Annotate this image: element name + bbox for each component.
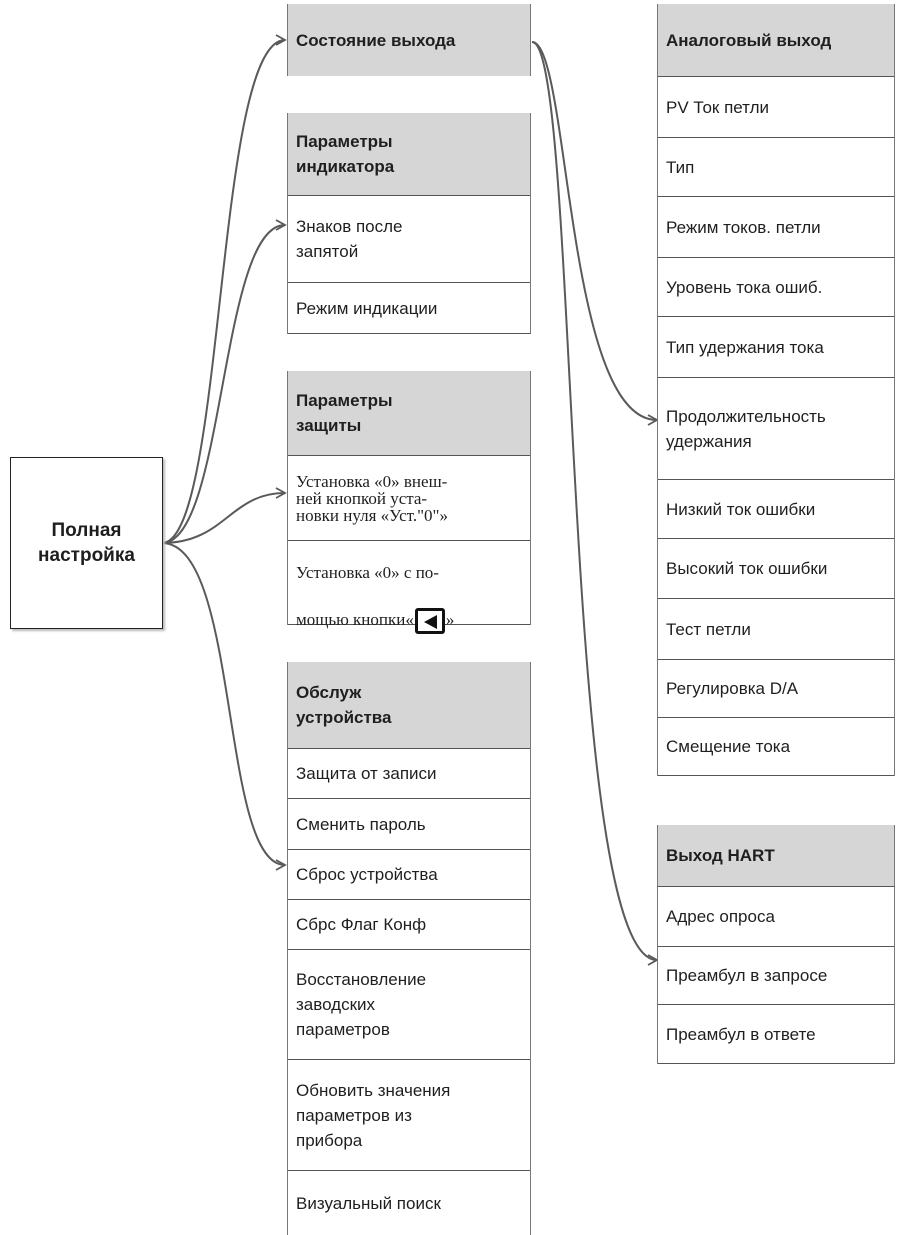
menu-item-zero-external-button[interactable]: Установка «0» внеш- ней кнопкой уста- но… [288, 456, 530, 541]
arrow-to-zero-set [161, 487, 287, 544]
menu-item-change-password[interactable]: Сменить пароль [288, 799, 530, 850]
menu-item-factory-restore[interactable]: Восстановление заводских параметров [288, 950, 530, 1060]
menu-item-loop-current-mode[interactable]: Режим токов. петли [658, 197, 894, 258]
menu-item-poll-address[interactable]: Адрес опроса [658, 887, 894, 947]
menu-item-response-preambles[interactable]: Преамбул в ответе [658, 1005, 894, 1064]
menu-item-visual-search[interactable]: Визуальный поиск [296, 1193, 441, 1213]
full-setup-label: Полная настройка [38, 518, 135, 568]
arrow-to-factory-restore [161, 542, 287, 871]
arrow-to-decimal-places [161, 219, 287, 544]
device-service-menu: Обслуж устройства Защита от записи Смени… [287, 662, 531, 1235]
menu-item-current-hold-type[interactable]: Тип удержания тока [658, 317, 894, 378]
output-state-menu: Состояние выхода [287, 4, 531, 76]
menu-item-request-preambles[interactable]: Преамбул в запросе [658, 947, 894, 1005]
menu-item-zero-key-button[interactable]: Установка «0» с по- мощью кнопки« » [288, 541, 530, 634]
menu-item-display-mode[interactable]: Режим индикации [288, 283, 530, 334]
full-setup-node[interactable]: Полная настройка [10, 457, 163, 629]
menu-item-type[interactable]: Тип [658, 138, 894, 197]
menu-item-current-offset[interactable]: Смещение тока [658, 718, 894, 776]
arrow-to-hart-request [531, 41, 659, 966]
zero-key-line2: мощью кнопки« » [296, 608, 522, 634]
menu-item-da-trim[interactable]: Регулировка D/A [658, 660, 894, 718]
left-arrow-key-icon [414, 608, 445, 634]
arrow-to-output-state [161, 34, 287, 544]
menu-item-refresh-params[interactable]: Обновить значения параметров из прибора [288, 1060, 530, 1171]
device-service-header: Обслуж устройства [288, 662, 530, 749]
menu-item-high-error-current[interactable]: Высокий ток ошибки [658, 539, 894, 599]
zero-key-line1: Установка «0» с по- [296, 563, 439, 582]
arrow-to-hold-duration [531, 41, 659, 426]
menu-item-device-reset[interactable]: Сброс устройства [288, 850, 530, 900]
menu-item-write-protect[interactable]: Защита от записи [288, 749, 530, 799]
menu-item-decimal-places[interactable]: Знаков после запятой [288, 196, 530, 283]
zero-key-prefix: мощью кнопки« [296, 609, 414, 629]
indicator-params-menu: Параметры индикатора Знаков после запято… [287, 113, 531, 334]
protection-params-menu: Параметры защиты Установка «0» внеш- ней… [287, 371, 531, 634]
analog-output-header: Аналоговый выход [658, 4, 894, 77]
hart-output-header: Выход HART [658, 825, 894, 887]
menu-item-error-current-level[interactable]: Уровень тока ошиб. [658, 258, 894, 317]
menu-item-reset-config-flag[interactable]: Сбрс Флаг Конф [288, 900, 530, 950]
menu-item-pv-loop-current[interactable]: PV Ток петли [658, 77, 894, 138]
output-state-header[interactable]: Состояние выхода [288, 4, 530, 76]
full-setup-label-line1: Полная [51, 520, 122, 541]
zero-key-suffix: » [445, 609, 455, 629]
protection-params-header: Параметры защиты [288, 371, 530, 456]
menu-item-loop-test[interactable]: Тест петли [658, 599, 894, 660]
hart-output-menu: Выход HART Адрес опроса Преамбул в запро… [657, 825, 895, 1064]
menu-item-hold-duration[interactable]: Продолжительность удержания [658, 378, 894, 480]
menu-item-low-error-current[interactable]: Низкий ток ошибки [658, 480, 894, 539]
indicator-params-header: Параметры индикатора [288, 113, 530, 196]
analog-output-menu: Аналоговый выход PV Ток петли Тип Режим … [657, 4, 895, 776]
full-setup-label-line2: настройка [38, 545, 135, 566]
